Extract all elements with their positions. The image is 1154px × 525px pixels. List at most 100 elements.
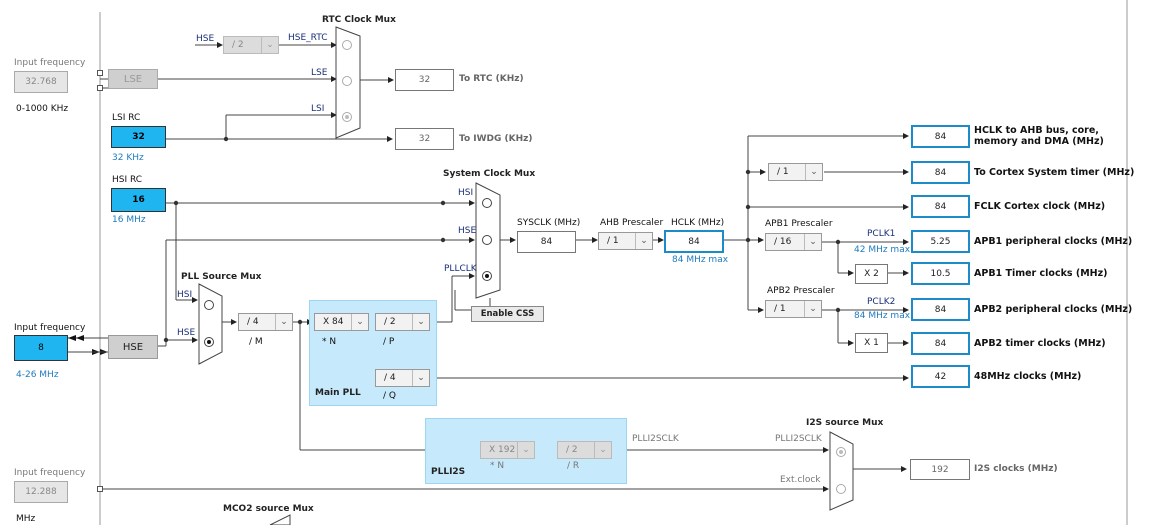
pll-q-divider-dropdown[interactable]: / 4 ⌄ (375, 369, 430, 387)
output-hclk-ahb-label-line2: memory and DMA (MHz) (974, 136, 1104, 147)
hclk-field[interactable]: 84 (664, 230, 724, 253)
pll-p-divider-dropdown[interactable]: / 2 ⌄ (375, 313, 430, 331)
output-cortex-timer-label: To Cortex System timer (MHz) (974, 167, 1135, 178)
output-apb2-timer-label: APB2 timer clocks (MHz) (974, 338, 1106, 349)
rtc-hse-divider-value: / 2 (232, 40, 244, 50)
output-cortex-timer-field[interactable]: 84 (911, 161, 970, 184)
hse-block[interactable]: HSE (108, 335, 158, 359)
output-apb2-peripheral-label: APB2 peripheral clocks (MHz) (974, 304, 1133, 315)
apb1-prescaler-label: APB1 Prescaler (765, 219, 833, 229)
rtc-clock-mux-title: RTC Clock Mux (322, 15, 396, 25)
pllmux-hsi-radio[interactable] (204, 300, 214, 310)
sysmux-pllclk-radio[interactable] (482, 271, 492, 281)
lsi-rc-block[interactable]: 32 (111, 126, 166, 148)
lse-input-frequency-field[interactable]: 32.768 (14, 71, 68, 93)
to-rtc-label: To RTC (KHz) (459, 74, 524, 84)
ahb-prescaler-dropdown[interactable]: / 1 ⌄ (598, 232, 653, 250)
plli2s-n-multiplier-value: X 192 (489, 445, 516, 455)
chevron-down-icon: ⌄ (804, 301, 821, 317)
output-hclk-ahb-field[interactable]: 84 (911, 125, 970, 148)
apb2-timer-multiplier: X 1 (855, 333, 888, 353)
chevron-down-icon: ⌄ (275, 314, 292, 330)
pll-q-divider-value: / 4 (384, 373, 396, 383)
rtc-mux-hse-radio[interactable] (342, 40, 352, 50)
apb2-prescaler-value: / 1 (774, 304, 786, 314)
plli2s-r-label: / R (567, 461, 580, 471)
pclk2-max-label: 84 MHz max (854, 311, 911, 321)
apb1-timer-multiplier: X 2 (855, 264, 888, 284)
output-48mhz-field[interactable]: 42 (911, 365, 970, 388)
chevron-down-icon: ⌄ (594, 442, 611, 458)
pllmux-hsi-label: HSI (177, 290, 193, 300)
system-clock-mux-title: System Clock Mux (443, 169, 536, 179)
hclk-label: HCLK (MHz) (671, 218, 725, 228)
apb2-prescaler-dropdown[interactable]: / 1 ⌄ (765, 300, 822, 318)
ahb-prescaler-value: / 1 (607, 236, 619, 246)
pclk2-label: PCLK2 (867, 297, 896, 307)
ext-clock-port (97, 486, 103, 492)
lse-input-frequency-label: Input frequency (14, 58, 86, 68)
pll-n-multiplier-value: X 84 (323, 317, 344, 327)
hse-input-frequency-label: Input frequency (14, 323, 86, 333)
output-apb1-peripheral-field[interactable]: 5.25 (911, 230, 970, 253)
output-48mhz-label: 48MHz clocks (MHz) (974, 371, 1082, 382)
i2s-ext-clock-radio[interactable] (836, 484, 846, 494)
lse-range-label: 0-1000 KHz (16, 104, 69, 114)
rtc-hse-label: HSE (196, 34, 215, 44)
chevron-down-icon: ⌄ (412, 314, 429, 330)
mco2-source-mux-title: MCO2 source Mux (223, 504, 314, 514)
lse-block[interactable]: LSE (108, 69, 158, 89)
lse-port-bottom (97, 85, 103, 91)
cortex-timer-divider-dropdown[interactable]: / 1 ⌄ (768, 163, 823, 181)
ext-input-frequency-field[interactable]: 12.288 (14, 481, 68, 503)
chevron-down-icon: ⌄ (805, 164, 822, 180)
chevron-down-icon: ⌄ (351, 314, 368, 330)
enable-css-button[interactable]: Enable CSS (471, 306, 544, 322)
pll-m-divider-dropdown[interactable]: / 4 ⌄ (238, 313, 293, 331)
iwdg-frequency-value: 32 (395, 128, 454, 150)
hsi-rc-title: HSI RC (112, 175, 143, 185)
output-fclk-field[interactable]: 84 (911, 195, 970, 218)
ext-unit-label: MHz (16, 514, 36, 524)
output-apb1-peripheral-label: APB1 peripheral clocks (MHz) (974, 236, 1133, 247)
sysmux-hse-label: HSE (458, 226, 477, 236)
i2s-source-mux-shape (829, 431, 854, 511)
pll-n-label: * N (322, 337, 337, 347)
rtc-lse-label: LSE (311, 68, 328, 78)
plli2s-r-divider-dropdown[interactable]: / 2 ⌄ (557, 441, 612, 459)
mco2-source-mux-shape (269, 514, 291, 525)
hse-rtc-label: HSE_RTC (288, 33, 328, 43)
output-hclk-ahb-label: HCLK to AHB bus, core,memory and DMA (MH… (974, 125, 1104, 147)
pll-source-mux-title: PLL Source Mux (181, 272, 262, 282)
rtc-hse-divider-dropdown[interactable]: / 2 ⌄ (223, 36, 279, 54)
pll-n-multiplier-dropdown[interactable]: X 84 ⌄ (314, 313, 369, 331)
hclk-max-label: 84 MHz max (672, 255, 729, 265)
pllmux-hse-radio[interactable] (204, 337, 214, 347)
plli2s-title: PLLI2S (431, 467, 466, 477)
sysmux-hse-radio[interactable] (482, 235, 492, 245)
output-apb2-timer-field[interactable]: 84 (911, 332, 970, 355)
chevron-down-icon: ⌄ (635, 233, 652, 249)
main-pll-title: Main PLL (315, 388, 361, 398)
rtc-lsi-label: LSI (311, 104, 325, 114)
chevron-down-icon: ⌄ (261, 37, 278, 53)
pll-m-divider-value: / 4 (247, 317, 259, 327)
rtc-mux-lsi-radio[interactable] (342, 112, 352, 122)
output-apb1-timer-label: APB1 Timer clocks (MHz) (974, 268, 1108, 279)
plli2s-n-multiplier-dropdown[interactable]: X 192 ⌄ (480, 441, 535, 459)
output-apb2-peripheral-field[interactable]: 84 (911, 298, 970, 321)
apb1-prescaler-dropdown[interactable]: / 16 ⌄ (765, 233, 822, 251)
output-fclk-label: FCLK Cortex clock (MHz) (974, 201, 1106, 212)
i2s-plli2sclk-radio[interactable] (836, 447, 846, 457)
hse-input-frequency-field[interactable]: 8 (14, 335, 68, 361)
sysmux-hsi-radio[interactable] (482, 198, 492, 208)
i2s-clock-value: 192 (910, 459, 970, 480)
i2s-source-mux-title: I2S source Mux (806, 418, 884, 428)
hsi-rc-block[interactable]: 16 (111, 188, 166, 212)
pll-p-label: / P (383, 337, 395, 347)
rtc-frequency-value: 32 (395, 69, 454, 91)
rtc-mux-lse-radio[interactable] (342, 76, 352, 86)
output-apb1-timer-field[interactable]: 10.5 (911, 262, 970, 285)
lsi-frequency-label: 32 KHz (112, 153, 144, 163)
sysmux-pllclk-label: PLLCLK (444, 264, 477, 274)
